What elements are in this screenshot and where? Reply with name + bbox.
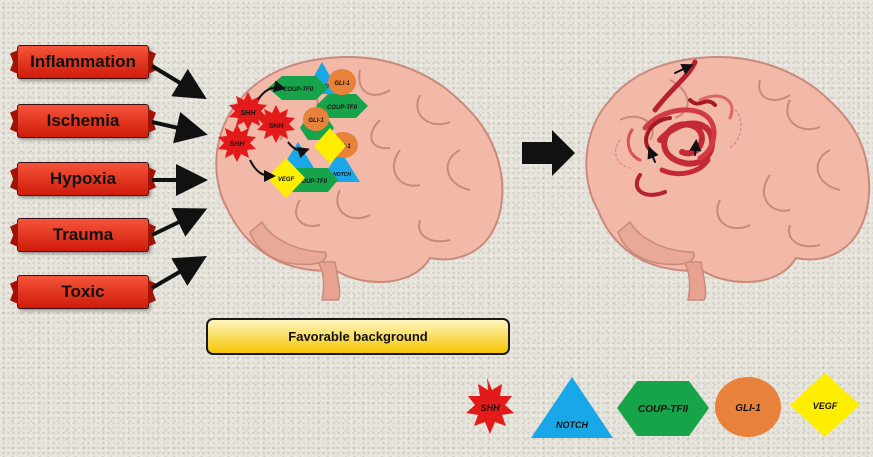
cause-ischemia: Ischemia [10,104,156,138]
cause-arrows [150,64,208,290]
transition-arrow-icon [522,130,575,176]
favorable-background-label: Favorable background [206,318,510,355]
shh-star-icon: SHH [229,92,267,130]
svg-text:VEGF: VEGF [278,177,295,183]
arrow-toxic [150,255,207,290]
legend-coup-tfii-icon: COUP-TFII [617,381,709,436]
arrow-trauma [151,207,208,237]
legend-shh-icon: SHH [466,378,514,434]
legend: SHH NOTCH COUP-TFII GLI-1 VEGF [466,373,860,438]
shh-star-icon: SHH [218,124,256,162]
cause-label: Toxic [61,282,105,301]
cause-label: Ischemia [46,111,120,130]
svg-text:GLI-1: GLI-1 [308,118,324,124]
favorable-background-text: Favorable background [288,329,428,344]
arrow-ischemia [151,112,208,144]
cause-toxic: Toxic [10,275,156,309]
svg-text:GLI-1: GLI-1 [735,403,761,414]
molecule-cluster: SHH SHH SHH NOTCH NOTCH [218,62,368,198]
cause-label: Inflammation [30,52,136,71]
svg-text:VEGF: VEGF [813,401,838,411]
vegf-diamond-icon: VEGF [267,158,305,198]
svg-text:COUP-TFII: COUP-TFII [327,105,357,111]
svg-text:COUP-TFII: COUP-TFII [283,87,313,93]
arrow-inflammation [150,64,207,100]
legend-gli-1-icon: GLI-1 [715,377,781,437]
cause-inflammation: Inflammation [10,45,156,79]
svg-text:NOTCH: NOTCH [556,420,588,430]
cause-label: Hypoxia [49,169,117,188]
vegf-diamond-icon [314,128,346,164]
svg-text:COUP-TFII: COUP-TFII [638,404,688,415]
brain-right-icon [585,55,871,301]
svg-text:COUP-TFII: COUP-TFII [297,179,327,185]
svg-text:GLI-1: GLI-1 [334,81,350,87]
legend-notch-icon: NOTCH [531,377,613,438]
svg-text:NOTCH: NOTCH [333,172,351,178]
cause-label: Trauma [52,225,114,244]
brain-left-icon [215,55,504,301]
vascular-malformation-icon [614,59,742,197]
svg-text:SHH: SHH [480,403,500,413]
svg-text:SHH: SHH [230,141,246,148]
coup-tfii-hexagon-icon: COUP-TFII [316,94,368,118]
gli-1-circle-icon: GLI-1 [303,107,329,131]
gli-1-circle-icon: GLI-1 [328,69,356,95]
svg-text:SHH: SHH [241,110,257,117]
legend-vegf-icon: VEGF [790,373,860,437]
shh-star-icon: SHH [257,105,295,143]
svg-text:SHH: SHH [269,123,285,130]
